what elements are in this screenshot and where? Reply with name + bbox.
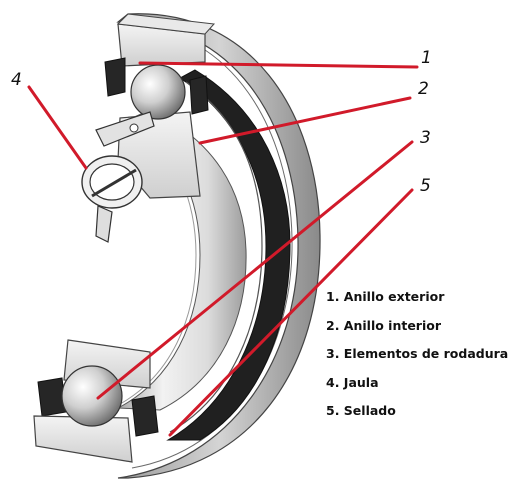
legend-item-rolling-elements: 3. Elementos de rodadura <box>326 346 508 375</box>
callout-number-2: 2 <box>418 81 429 98</box>
callout-number-4: 4 <box>11 72 22 89</box>
legend-item-cage: 4. Jaula <box>326 375 508 404</box>
leader-line-4 <box>29 87 86 168</box>
leader-line-1 <box>140 63 417 67</box>
legend-item-seal: 5. Sellado <box>326 403 508 432</box>
bottom-section <box>34 340 158 462</box>
legend-list: 1. Anillo exterior 2. Anillo interior 3.… <box>326 289 508 432</box>
callout-number-1: 1 <box>421 50 432 67</box>
legend-item-outer-ring: 1. Anillo exterior <box>326 289 508 318</box>
callout-number-3: 3 <box>420 130 431 147</box>
callout-number-5: 5 <box>420 178 431 195</box>
legend-item-inner-ring: 2. Anillo interior <box>326 318 508 347</box>
